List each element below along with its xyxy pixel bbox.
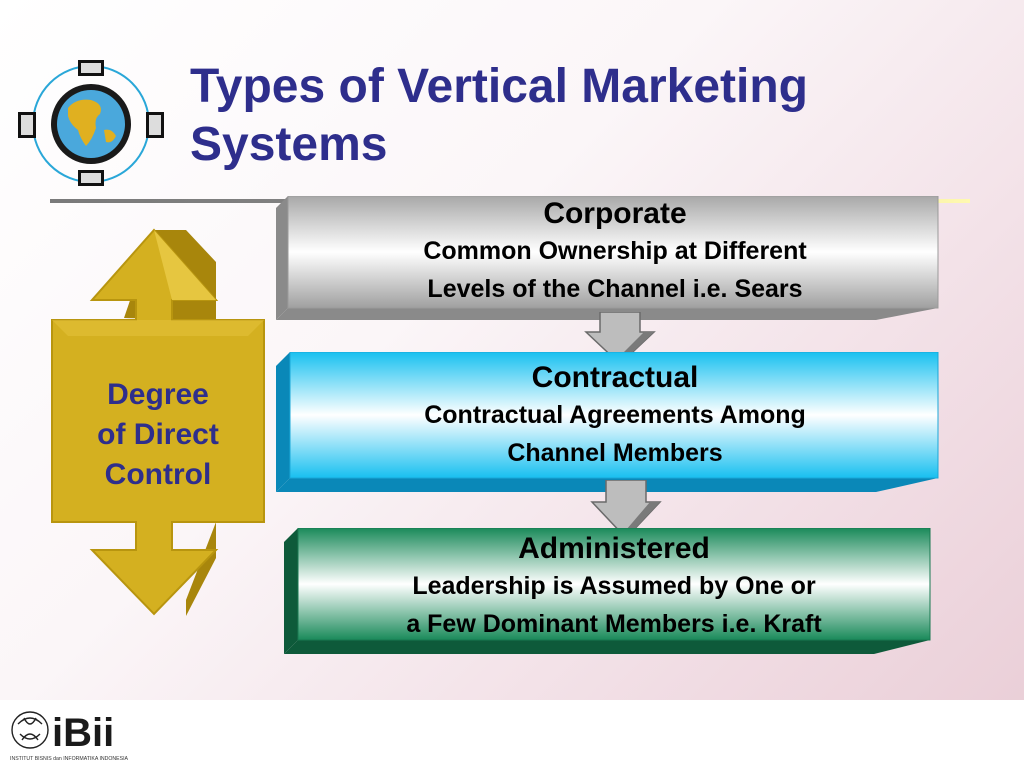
corporate-title: Corporate — [543, 197, 687, 230]
slide-title: Types of Vertical Marketing Systems — [190, 60, 808, 171]
arrow-label-line-3: Control — [105, 458, 212, 491]
footer-band — [0, 700, 1024, 768]
globe-network-icon — [18, 60, 164, 186]
contractual-title: Contractual — [531, 361, 699, 394]
corporate-desc-line-1: Common Ownership at Different — [423, 237, 807, 265]
administered-box-shape — [284, 528, 931, 654]
administered-title: Administered — [518, 532, 710, 565]
contractual-desc-line-2: Channel Members — [507, 439, 723, 467]
degree-of-control-arrow: Degree of Direct Control — [51, 228, 265, 616]
administered-desc-line-2: a Few Dominant Members i.e. Kraft — [406, 610, 822, 638]
corporate-desc-line-2: Levels of the Channel i.e. Sears — [427, 275, 803, 303]
logo-subtext: INSTITUT BISNIS dan INFORMATIKA INDONESI… — [10, 756, 129, 762]
contractual-box-shape — [276, 352, 939, 492]
contractual-box: Contractual Contractual Agreements Among… — [290, 360, 940, 472]
ibii-logo: iBii INSTITUT BISNIS dan INFORMATIKA IND… — [10, 711, 129, 762]
corporate-box: Corporate Common Ownership at Different … — [290, 196, 940, 308]
arrow-label-line-2: of Direct — [97, 418, 219, 451]
contractual-desc-line-1: Contractual Agreements Among — [424, 401, 806, 429]
administered-box: Administered Leadership is Assumed by On… — [298, 531, 930, 643]
logo-text: iBii — [52, 711, 114, 755]
arrow-label-line-1: Degree — [107, 378, 209, 411]
administered-desc-line-1: Leadership is Assumed by One or — [412, 572, 816, 600]
